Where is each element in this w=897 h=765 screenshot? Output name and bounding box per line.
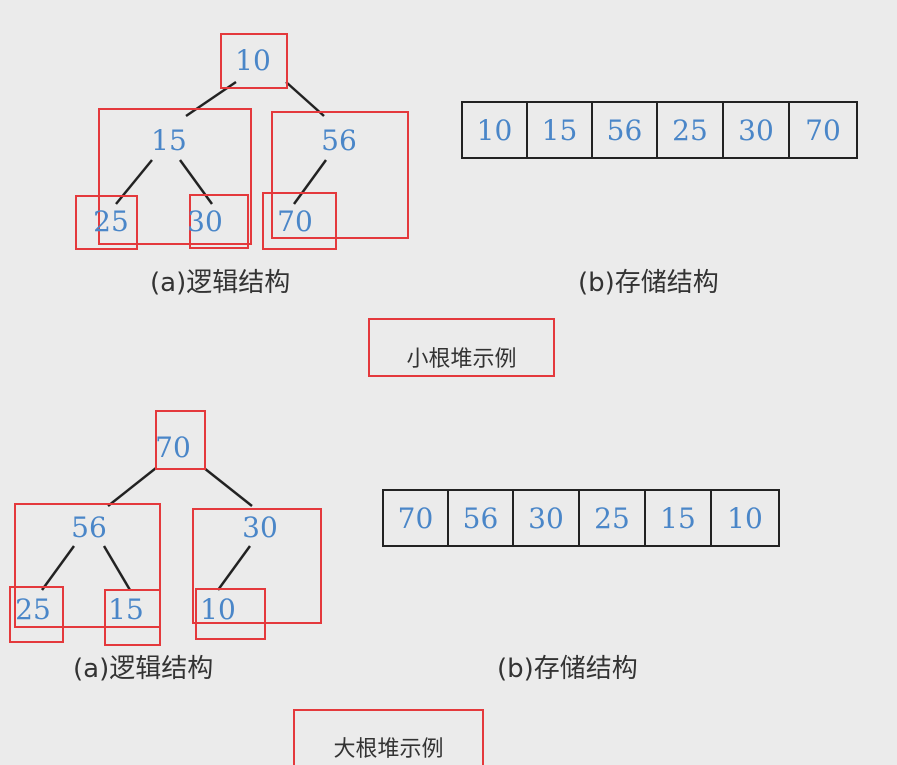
diagram-title: 小根堆示例	[368, 318, 555, 377]
tree-node: 70	[277, 205, 313, 238]
highlight-box	[271, 111, 409, 239]
edge	[107, 467, 157, 507]
highlight-box	[9, 586, 64, 643]
min-heap-panel: 10 15 56 25 30 70 10 15 56 25 30 70 (a)逻…	[0, 0, 897, 382]
highlight-box	[98, 108, 252, 245]
logical-caption: (a)逻辑结构	[73, 654, 214, 684]
array-cell: 25	[658, 103, 724, 157]
array-cell: 56	[449, 491, 514, 545]
tree-node: 56	[71, 511, 107, 544]
highlight-box	[195, 588, 266, 640]
storage-array: 70 56 30 25 15 10	[382, 489, 780, 547]
highlight-box	[192, 508, 322, 624]
diagram-title: 大根堆示例	[293, 709, 484, 765]
max-heap-tree	[9, 410, 322, 646]
highlight-box	[262, 192, 337, 250]
storage-caption: (b)存储结构	[497, 654, 638, 684]
tree-node: 25	[93, 205, 129, 238]
tree-node: 10	[235, 44, 271, 77]
highlight-box	[14, 503, 161, 628]
logical-caption: (a)逻辑结构	[150, 268, 291, 298]
highlight-box	[189, 194, 249, 249]
array-cell: 10	[727, 501, 763, 535]
edge	[292, 159, 328, 205]
array-cell: 25	[580, 491, 646, 545]
min-heap-tree	[75, 33, 409, 250]
tree-node: 10	[200, 593, 236, 626]
array-cell: 30	[724, 103, 790, 157]
tree-node: 30	[187, 205, 223, 238]
max-heap-panel: 70 56 30 25 15 10 70 56 30 25 15 10 (a)逻…	[0, 382, 897, 765]
highlight-box	[104, 589, 161, 646]
tree-node: 15	[151, 124, 187, 157]
storage-array: 10 15 56 25 30 70	[461, 101, 858, 159]
highlight-box	[220, 33, 288, 89]
edge	[40, 545, 76, 591]
tree-node: 30	[242, 511, 278, 544]
tree-node: 70	[155, 431, 191, 464]
array-cell: 10	[463, 103, 528, 157]
highlight-box	[155, 410, 206, 470]
tree-node: 56	[321, 124, 357, 157]
edge	[115, 159, 153, 205]
highlight-box	[75, 195, 138, 250]
edge	[178, 159, 214, 205]
array-cell: 15	[528, 103, 593, 157]
edge	[216, 545, 252, 591]
array-cell: 70	[384, 491, 449, 545]
array-cell: 56	[593, 103, 658, 157]
tree-node: 25	[15, 593, 51, 626]
edge	[102, 545, 132, 591]
edge	[203, 467, 253, 507]
array-cell: 70	[805, 113, 841, 147]
array-cell: 15	[646, 491, 712, 545]
edge	[285, 81, 325, 117]
tree-node: 15	[108, 593, 144, 626]
storage-caption: (b)存储结构	[578, 268, 719, 298]
array-cell: 30	[514, 491, 580, 545]
